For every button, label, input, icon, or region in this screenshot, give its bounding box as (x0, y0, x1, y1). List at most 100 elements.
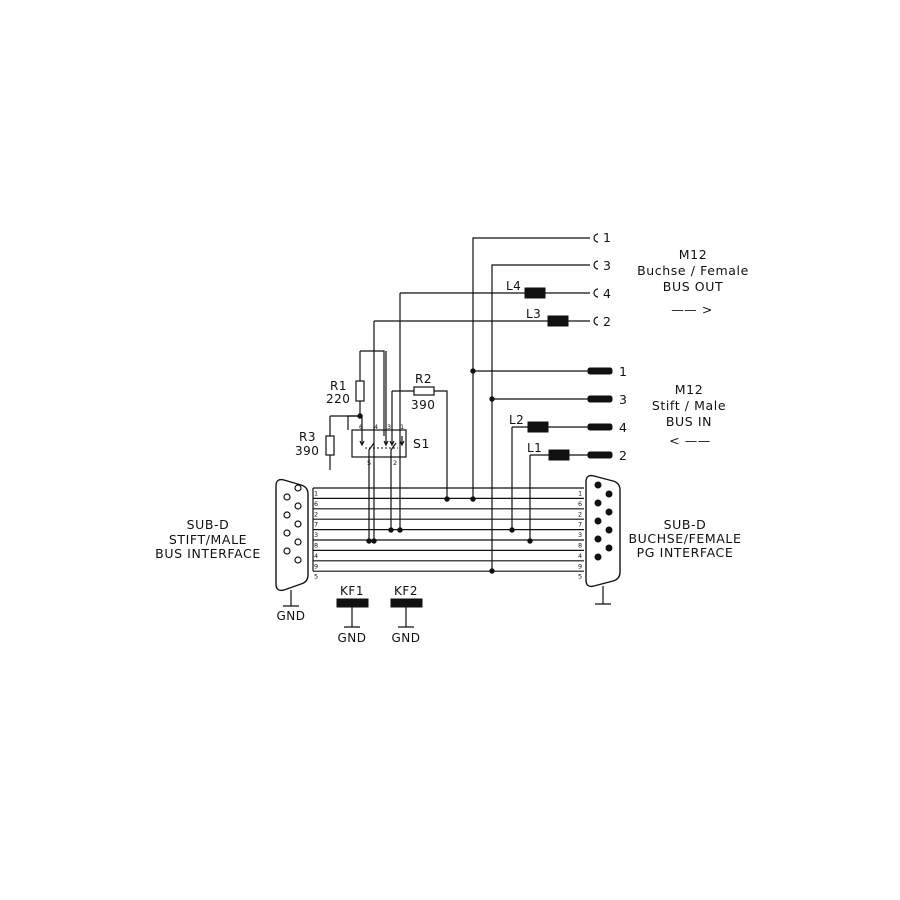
bus-pin-label-left: 8 (314, 542, 318, 550)
resistor-r2 (413, 386, 435, 396)
m12-out-title: M12 (679, 247, 708, 262)
ferrite-kf2 (390, 598, 423, 608)
subd-left-shell (275, 478, 309, 592)
m12-out-socket-pin-2 (593, 316, 599, 326)
inductor-l2 (527, 421, 549, 433)
bus-pin-label-left: 9 (314, 562, 318, 570)
m12-out-socket-pin-4 (593, 288, 599, 298)
resistor-r3 (325, 435, 335, 456)
ferrite-kf2-label: KF2 (394, 584, 418, 598)
bus-pin-label-left: 5 (314, 573, 318, 581)
subd-left-connector: GND SUB-D STIFT/MALE BUS INTERFACE (155, 478, 309, 623)
m12-in-pin-3 (587, 395, 613, 403)
switch-s1: 6 4 3 1 5 2 S1 (351, 423, 430, 467)
inductor-l4-label: L4 (506, 279, 521, 293)
switch-contact-arrows (359, 440, 405, 447)
subd-left-pin-6 (283, 493, 291, 501)
m12-in-subtitle: Stift / Male (652, 398, 726, 413)
bus-pin-label-left: 4 (314, 552, 318, 560)
subd-left-title: SUB-D (187, 517, 230, 532)
subd-right-pin-3 (594, 517, 602, 525)
inductor-l4 (524, 287, 546, 299)
m12-in-caption: BUS IN (666, 414, 712, 429)
subd-left-pin-7 (283, 511, 291, 519)
inductor-l3-label: L3 (526, 307, 541, 321)
switch-pin-label: 3 (387, 423, 391, 431)
m12-in-title: M12 (675, 382, 704, 397)
m12-out-pin-label: 1 (603, 230, 612, 245)
switch-pin-label: 4 (374, 423, 378, 431)
subd-left-pin-3 (294, 520, 302, 528)
subd-left-pin-9 (283, 547, 291, 555)
m12-out-pin-label: 3 (603, 258, 612, 273)
ferrites: KF1 GND KF2 GND (336, 584, 423, 645)
m12-in-pin-4 (587, 423, 613, 431)
subd-left-gnd-label: GND (276, 609, 305, 623)
bus-pin-label-left: 1 (314, 490, 318, 498)
junction-dots (357, 368, 533, 574)
m12-bus-in-connector: 1 3 4 2 M12 Stift / Male BUS IN < —— (587, 364, 726, 463)
m12-out-subtitle: Buchse / Female (637, 263, 749, 278)
bus-pin-label-right: 6 (578, 500, 582, 508)
switch-pin-label: 5 (367, 459, 371, 467)
subd-right-ground-symbol (595, 586, 611, 605)
wiring (329, 237, 590, 571)
m12-in-pin-1 (587, 367, 613, 375)
subd-right-connector: SUB-D BUCHSE/FEMALE PG INTERFACE (585, 474, 742, 605)
m12-in-pin-label: 1 (619, 364, 628, 379)
subd-right-pin-4 (594, 535, 602, 543)
resistor-r3-name: R3 (299, 430, 316, 444)
inductor-l1-label: L1 (527, 441, 542, 455)
m12-in-direction-arrow: < —— (669, 433, 711, 448)
m12-bus-out-connector: 1 3 4 2 M12 Buchse / Female BUS OUT —— > (593, 230, 749, 329)
m12-in-pin-label: 2 (619, 448, 628, 463)
ferrite-kf1-gnd-label: GND (337, 631, 366, 645)
m12-in-pin-2 (587, 451, 613, 459)
bus-pin-label-right: 3 (578, 531, 582, 539)
subd-right-shell (585, 474, 621, 588)
subd-left-pin-2 (294, 502, 302, 510)
resistor-r2-value: 390 (411, 398, 435, 412)
bus-pin-label-right: 1 (578, 490, 582, 498)
subd-left-ground-symbol (283, 590, 299, 607)
subd-left-pin-8 (283, 529, 291, 537)
subd-left-caption: BUS INTERFACE (155, 546, 261, 561)
m12-in-pin-label: 4 (619, 420, 628, 435)
m12-out-direction-arrow: —— > (671, 302, 713, 317)
bus-pin-label-right: 2 (578, 510, 582, 518)
bus-pin-label-left: 6 (314, 500, 318, 508)
subd-right-caption: PG INTERFACE (637, 545, 734, 560)
m12-out-socket-pin-1 (593, 233, 599, 243)
resistor-r1-value: 220 (326, 392, 350, 406)
resistors: R1 220 R2 390 R3 390 (295, 372, 435, 458)
inductor-l2-label: L2 (509, 413, 524, 427)
m12-out-socket-pin-3 (593, 260, 599, 270)
resistor-r2-name: R2 (415, 372, 432, 386)
bus-pin-label-left: 3 (314, 531, 318, 539)
switch-s1-label: S1 (413, 436, 430, 451)
ferrite-kf1 (336, 598, 369, 608)
inductors: L4 L3 L2 L1 (506, 279, 570, 461)
bus-pin-label-right: 9 (578, 562, 582, 570)
bus-pin-label-right: 5 (578, 573, 582, 581)
subd-right-pin-9 (605, 544, 613, 552)
bus-pin-label-left: 2 (314, 510, 318, 518)
switch-pin-label: 1 (400, 423, 404, 431)
ferrite-kf2-gnd-label: GND (391, 631, 420, 645)
subd-left-pin-5 (294, 556, 302, 564)
subd-right-pin-2 (594, 499, 602, 507)
m12-out-pin-label: 2 (603, 314, 612, 329)
switch-pin-label: 6 (359, 423, 363, 431)
bus-pin-label-right: 4 (578, 552, 582, 560)
subd-left-subtitle: STIFT/MALE (169, 532, 247, 547)
m12-out-caption: BUS OUT (663, 279, 723, 294)
switch-pin-label: 2 (393, 459, 397, 467)
m12-in-pin-label: 3 (619, 392, 628, 407)
bus-pin-label-right: 7 (578, 521, 582, 529)
subd-left-pin-1 (294, 484, 302, 492)
bus-pin-label-right: 8 (578, 542, 582, 550)
subd-right-subtitle: BUCHSE/FEMALE (629, 531, 742, 546)
inductor-l3 (547, 315, 569, 327)
